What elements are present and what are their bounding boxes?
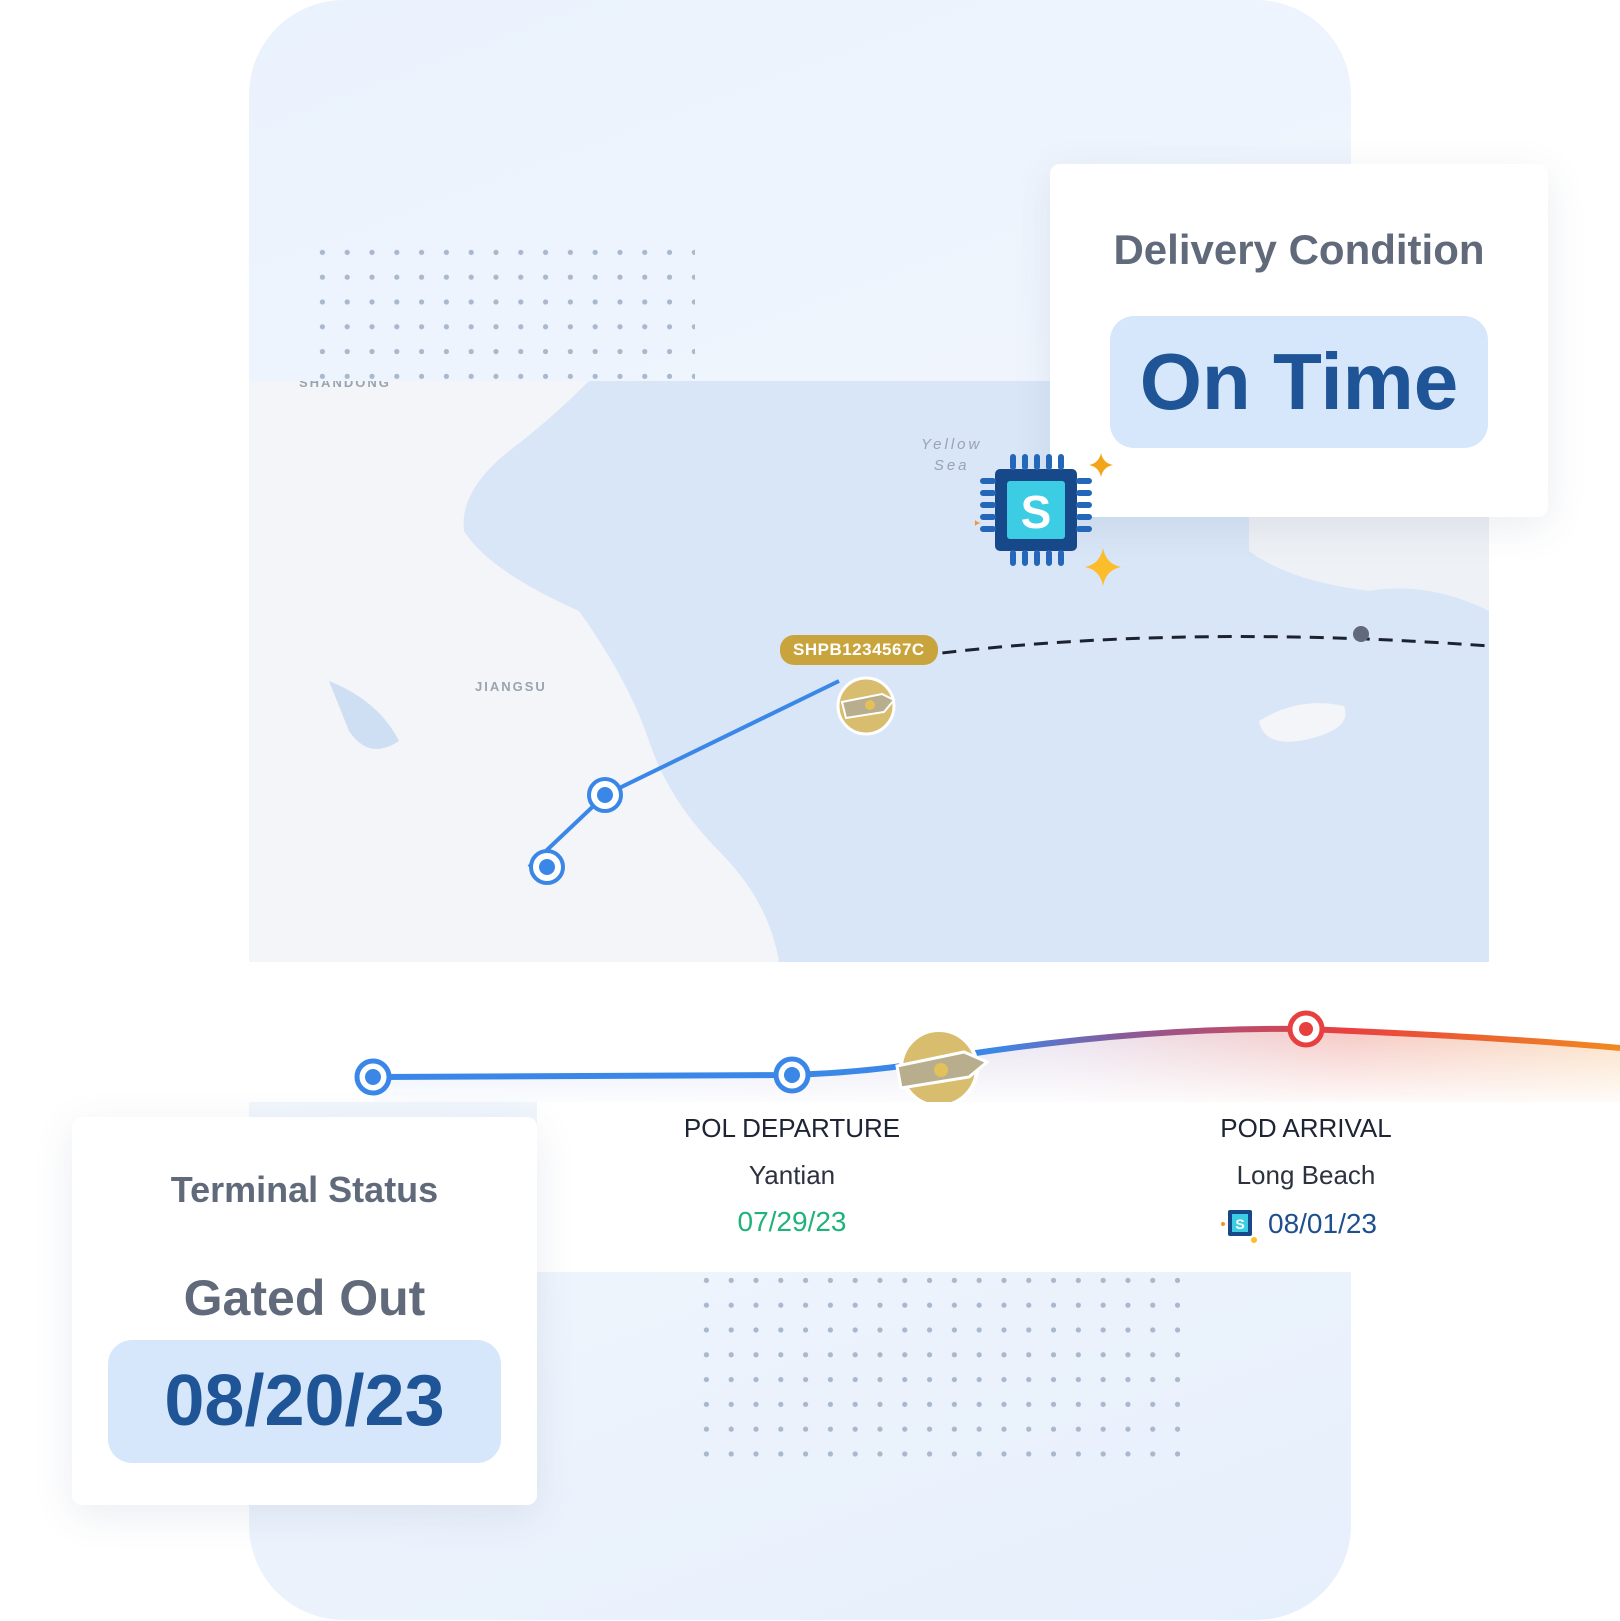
- svg-text:S: S: [1021, 486, 1052, 538]
- terminal-status-date: 08/20/23: [108, 1340, 501, 1463]
- dot-grid-top: [310, 240, 695, 380]
- ai-chip-icon: S: [975, 453, 1121, 586]
- milestone-label: POL DEPARTURE: [683, 1113, 901, 1143]
- timeline-checkpoint-pol[interactable]: [773, 1056, 811, 1094]
- route-checkpoint[interactable]: [529, 849, 565, 885]
- ship-marker-icon[interactable]: [832, 672, 900, 740]
- milestone-label: POD ARRIVAL: [1220, 1113, 1392, 1143]
- map-land: [249, 381, 1489, 962]
- timeline-ship-icon: [895, 1028, 990, 1102]
- terminal-status-value: Gated Out: [183, 1270, 426, 1326]
- shipment-id-badge[interactable]: SHPB1234567C: [780, 635, 938, 665]
- route-checkpoint[interactable]: [587, 777, 623, 813]
- milestone-location: Yantian: [748, 1160, 836, 1190]
- delivery-condition-badge: On Time: [1110, 316, 1488, 448]
- timeline-track: [249, 1010, 1620, 1102]
- map-label-shandong: SHANDONG: [299, 381, 391, 390]
- terminal-status-title: Terminal Status: [170, 1169, 439, 1210]
- milestone-date: 08/01/23: [1268, 1208, 1377, 1239]
- svg-text:S: S: [1235, 1216, 1244, 1232]
- terminal-status-card: Terminal Status Gated Out 08/20/23: [72, 1117, 537, 1505]
- ai-chip-icon: S: [1221, 1210, 1257, 1243]
- milestone-date: 07/29/23: [737, 1206, 847, 1237]
- predicted-date: S 08/01/23: [1220, 1204, 1377, 1244]
- dot-grid-bottom: [694, 1268, 1190, 1466]
- timeline-detail-band: [537, 962, 1620, 1272]
- timeline-checkpoint[interactable]: [354, 1058, 392, 1096]
- map-label-jiangsu: JIANGSU: [475, 679, 547, 694]
- delivery-condition-title: Delivery Condition: [1113, 226, 1485, 273]
- timeline-checkpoint-pod[interactable]: [1287, 1010, 1325, 1048]
- milestone-location: Long Beach: [1236, 1160, 1376, 1190]
- delivery-condition-card: Delivery Condition On Time: [1050, 164, 1548, 517]
